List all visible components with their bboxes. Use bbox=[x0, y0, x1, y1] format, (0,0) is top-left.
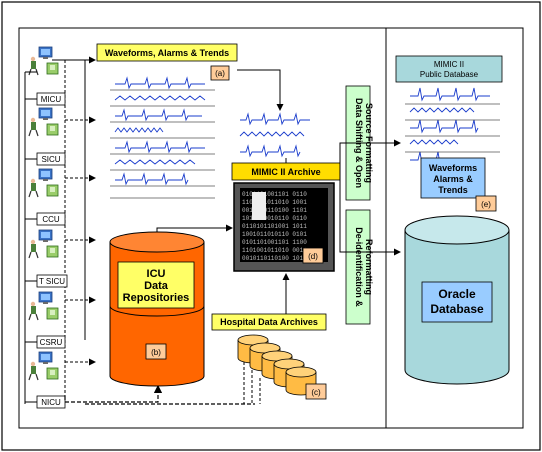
deid-line2: Reformatting bbox=[364, 239, 374, 295]
oracle-line2: Database bbox=[430, 302, 484, 316]
unit-label-nicu: NICU bbox=[41, 398, 61, 407]
disk-dashed-lines bbox=[243, 362, 261, 404]
unit-label-tsicu: T SICU bbox=[39, 277, 65, 286]
unit-label-ccu: CCU bbox=[42, 215, 60, 224]
oracle-line1: Oracle bbox=[438, 287, 476, 301]
public-db-box bbox=[395, 55, 503, 83]
tag-a: (a) bbox=[215, 69, 225, 78]
public-db-line2: Public Database bbox=[420, 70, 479, 79]
icu-unit-csru: CSRU bbox=[28, 335, 66, 381]
waveform-traces-middle bbox=[239, 112, 310, 158]
tag-c: (c) bbox=[311, 388, 321, 397]
svg-text:0101101001101 0110: 0101101001101 0110 bbox=[242, 191, 307, 198]
waveforms-label: Waveforms, Alarms & Trends bbox=[105, 48, 229, 58]
icu-data-repositories: ICU Data Repositories (b) bbox=[109, 231, 205, 387]
repo-to-archive-arrow bbox=[156, 224, 233, 232]
tag-e: (e) bbox=[481, 200, 491, 209]
unit-label-csru: CSRU bbox=[40, 338, 63, 347]
icu-repo-label-box bbox=[117, 261, 195, 309]
waveform-traces-right bbox=[409, 87, 490, 166]
tag-a-box bbox=[210, 65, 230, 81]
icu-repo-line3: Repositories bbox=[123, 292, 190, 304]
icu-unit-nicu: NICU bbox=[36, 395, 66, 409]
waveforms-label-box bbox=[96, 43, 238, 62]
svg-text:0010110110100 1010: 0010110110100 1010 bbox=[242, 255, 307, 262]
public-db-line1: MIMIC II bbox=[434, 60, 464, 69]
unit-label-sicu: SICU bbox=[41, 155, 60, 164]
tag-d-box bbox=[302, 247, 324, 264]
unit-connectors bbox=[25, 56, 96, 403]
icu-repo-line2: Data bbox=[144, 280, 169, 292]
archive-monitor: 0101101001101 0110 1101001011010 1001 00… bbox=[233, 182, 335, 272]
tag-d: (d) bbox=[308, 252, 318, 261]
waveforms-to-middle-arrow bbox=[237, 69, 284, 111]
waveform-baselines-left bbox=[110, 89, 215, 199]
tag-c-box bbox=[305, 383, 327, 400]
waveform-baselines-right bbox=[405, 103, 500, 153]
svg-text:1011010010110 0110: 1011010010110 0110 bbox=[242, 215, 307, 222]
icu-repo-line1: ICU bbox=[147, 268, 166, 280]
waveform-traces-left bbox=[114, 76, 206, 186]
bottom-dashed-path bbox=[64, 384, 255, 405]
waveforms-box-line1: Waveforms bbox=[429, 163, 477, 173]
oracle-database: Oracle Database bbox=[404, 215, 510, 385]
unit-label-micu: MICU bbox=[41, 95, 62, 104]
tag-e-box bbox=[475, 195, 497, 212]
deid-line1: De-identification & bbox=[354, 227, 364, 307]
svg-text:0110101101001 1011: 0110101101001 1011 bbox=[242, 223, 307, 230]
waveforms-box-line2: Alarms & bbox=[433, 174, 473, 184]
tag-b: (b) bbox=[151, 348, 161, 357]
archive-to-oracle-arrow bbox=[339, 218, 401, 256]
hospital-archives-box bbox=[211, 313, 327, 331]
svg-text:0101101001101 1100: 0101101001101 1100 bbox=[242, 239, 307, 246]
hospital-archives-label: Hospital Data Archives bbox=[220, 317, 318, 327]
archive-to-public-arrow bbox=[339, 139, 401, 218]
archive-title: MIMIC II Archive bbox=[251, 167, 320, 177]
oracle-label-box bbox=[421, 281, 493, 323]
svg-text:1101001011010 0011: 1101001011010 0011 bbox=[242, 247, 307, 254]
svg-text:0010110110100 1101: 0010110110100 1101 bbox=[242, 207, 307, 214]
svg-text:1101001011010 1001: 1101001011010 1001 bbox=[242, 199, 307, 206]
archive-figure-icon bbox=[252, 192, 266, 220]
waveforms-box bbox=[420, 157, 486, 199]
svg-text:1001011010110 0101: 1001011010110 0101 bbox=[242, 231, 307, 238]
tag-b-box bbox=[145, 343, 167, 360]
deid-box bbox=[345, 209, 371, 325]
waveforms-box-line3: Trends bbox=[438, 185, 468, 195]
